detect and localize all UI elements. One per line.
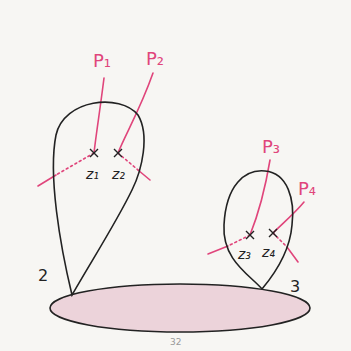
bubble-outline-path	[53, 102, 144, 295]
point-mark	[246, 231, 254, 239]
bubble-component: z₁ z₂	[50, 95, 150, 300]
node-number: 2	[38, 268, 48, 284]
bubble-outline	[220, 165, 295, 295]
p4-line	[273, 202, 304, 233]
bubble-outline	[50, 95, 150, 300]
bubble-component: z₃ z₄	[220, 165, 295, 295]
point-mark	[269, 229, 277, 237]
marked-points	[90, 149, 277, 239]
point-label: z₄	[262, 245, 275, 259]
point-label: z₂	[112, 167, 125, 181]
pink-lines	[38, 73, 304, 262]
p4-out	[287, 247, 298, 262]
pink-label: P₄	[298, 180, 316, 198]
point-label: z₁	[86, 167, 99, 181]
page-number: 32	[170, 338, 181, 347]
node-number: 3	[290, 279, 300, 295]
pink-label: P₃	[262, 138, 280, 156]
p3-out	[208, 246, 228, 254]
bubble-outline-path	[224, 171, 293, 289]
base-component	[50, 284, 310, 332]
pink-label: P₂	[146, 50, 164, 68]
p1-line	[94, 78, 104, 153]
point-mark	[90, 149, 98, 157]
point-label: z₃	[238, 247, 251, 261]
pink-label: P₁	[93, 52, 111, 70]
point-mark	[114, 149, 122, 157]
p3-dotted	[228, 235, 250, 246]
